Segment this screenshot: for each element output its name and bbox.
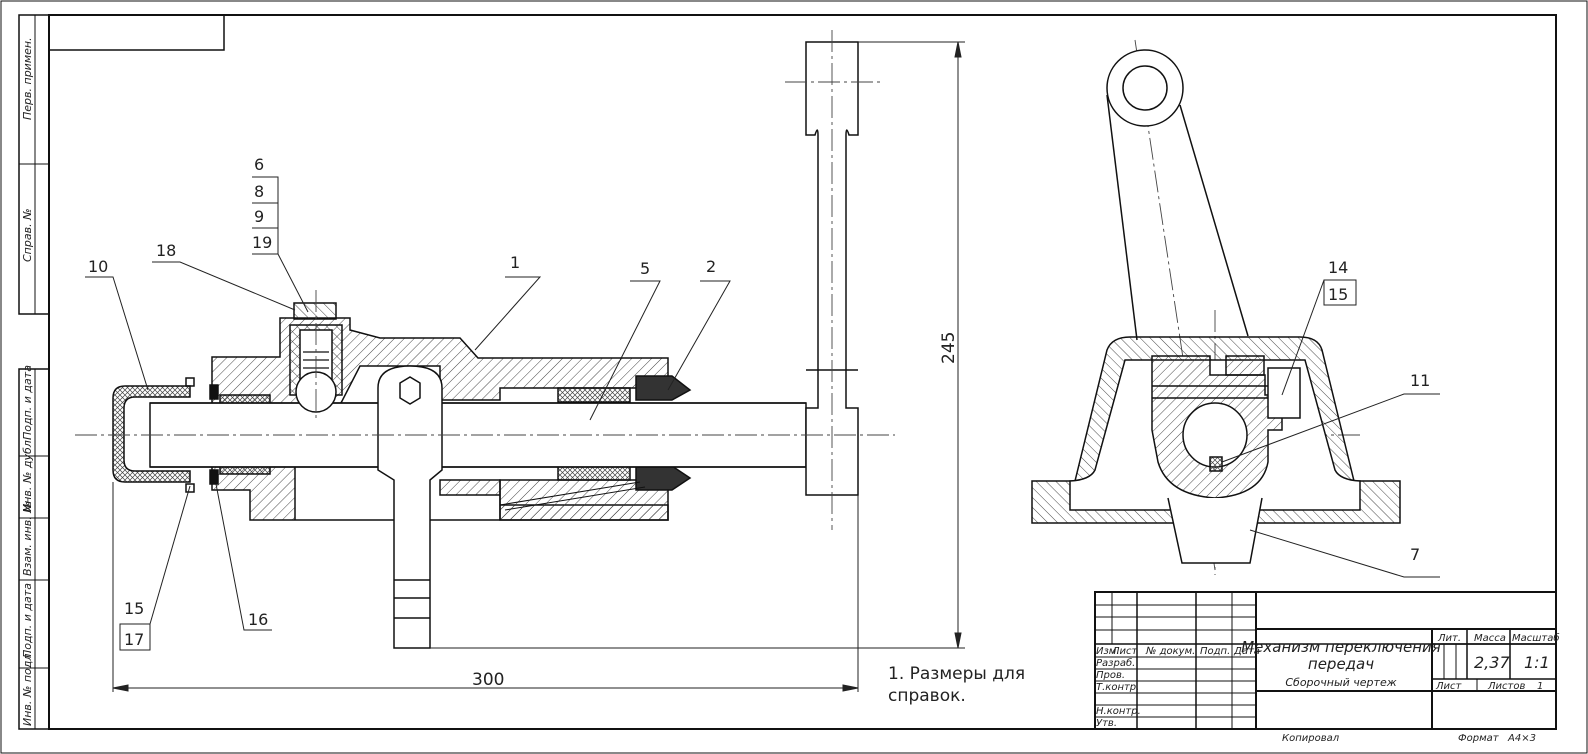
callout-11: 11 xyxy=(1410,371,1430,390)
side-view xyxy=(1031,49,1401,564)
callout-2: 2 xyxy=(706,257,716,276)
rev-header-izm: Изм. xyxy=(1096,646,1120,657)
copied-label: Копировал xyxy=(1282,733,1340,744)
sheets-count: 1 xyxy=(1537,681,1543,692)
lever-arm xyxy=(377,365,443,649)
role-tech-control: Т.контр. xyxy=(1096,682,1139,693)
callout-16: 16 xyxy=(248,610,268,629)
bolt-14 xyxy=(1267,367,1301,419)
rev-header-doc: № докум. xyxy=(1145,646,1195,657)
callout-7: 7 xyxy=(1410,545,1420,564)
side-stamp-3: Подп. и дата xyxy=(21,365,34,440)
sheets-label: Листов xyxy=(1487,681,1525,692)
format-label: Формат xyxy=(1458,733,1500,744)
role-developer: Разраб. xyxy=(1096,657,1135,669)
main-section-view xyxy=(112,41,859,649)
cap-part-10 xyxy=(112,385,191,483)
note-line-1: 1. Размеры для xyxy=(888,664,1025,684)
mass-label: Масса xyxy=(1474,633,1506,644)
dimension-lines xyxy=(112,41,965,692)
callout-14: 14 xyxy=(1328,258,1348,277)
role-norm-control: Н.контр. xyxy=(1096,706,1141,717)
side-stamp-4: Инв. № дубл. xyxy=(21,437,34,512)
side-stamp-labels: Перв. примен. Справ. № Подп. и дата Инв.… xyxy=(21,37,34,726)
callout-9: 9 xyxy=(254,207,264,226)
drawing-doc-type: Сборочный чертеж xyxy=(1285,676,1396,689)
side-stamp-5: Взам. инв. № xyxy=(21,501,34,576)
callout-1: 1 xyxy=(510,253,520,272)
dimension-300: 300 xyxy=(472,670,504,690)
format-value: А4×3 xyxy=(1507,733,1536,744)
role-approver: Утв. xyxy=(1096,718,1117,729)
callout-15-left: 15 xyxy=(124,599,144,618)
rev-header-list: Лист xyxy=(1111,646,1139,657)
drawing-title-line1: Механизм переключения xyxy=(1241,638,1441,656)
callout-8: 8 xyxy=(254,182,264,201)
callout-18: 18 xyxy=(156,241,176,260)
side-stamp-6: Подп. и дата xyxy=(21,583,34,658)
rev-header-sign: Подп. xyxy=(1200,646,1230,657)
scale-label: Масштаб xyxy=(1512,632,1560,644)
side-stamp-7: Инв. № подл. xyxy=(21,650,34,726)
lever-part-7 xyxy=(1167,497,1263,564)
bushing-right xyxy=(557,387,631,403)
part-callouts: 6 8 9 19 18 10 1 5 2 15 17 16 14 15 11 7 xyxy=(88,155,1430,649)
title-block xyxy=(1094,591,1557,730)
callout-15-right: 15 xyxy=(1328,285,1348,304)
callout-17: 17 xyxy=(124,630,144,649)
callout-10: 10 xyxy=(88,257,108,276)
note-line-2: справок. xyxy=(888,686,966,706)
callout-19: 19 xyxy=(252,233,272,252)
callout-6: 6 xyxy=(254,155,264,174)
dimension-245: 245 xyxy=(939,332,959,364)
mass-value: 2,37 xyxy=(1474,653,1510,672)
seal-part-2 xyxy=(635,375,692,401)
lever-eye xyxy=(1106,49,1184,127)
leader-lines xyxy=(85,176,1440,651)
scale-value: 1:1 xyxy=(1524,653,1550,672)
callout-5: 5 xyxy=(640,259,650,278)
role-checker: Пров. xyxy=(1096,670,1125,681)
side-stamp-1: Перв. примен. xyxy=(21,37,34,120)
sheet-label: Лист xyxy=(1435,681,1463,692)
lit-label: Лит. xyxy=(1437,633,1461,644)
title-block-text: Изм. Лист № докум. Подп. Дата Разраб. Пр… xyxy=(1096,632,1560,744)
drawing-title-line2: передач xyxy=(1308,655,1374,673)
rev-header-date: Дата xyxy=(1233,646,1260,657)
side-stamp-2: Справ. № xyxy=(21,208,34,262)
detent-plug-18 xyxy=(293,302,337,320)
